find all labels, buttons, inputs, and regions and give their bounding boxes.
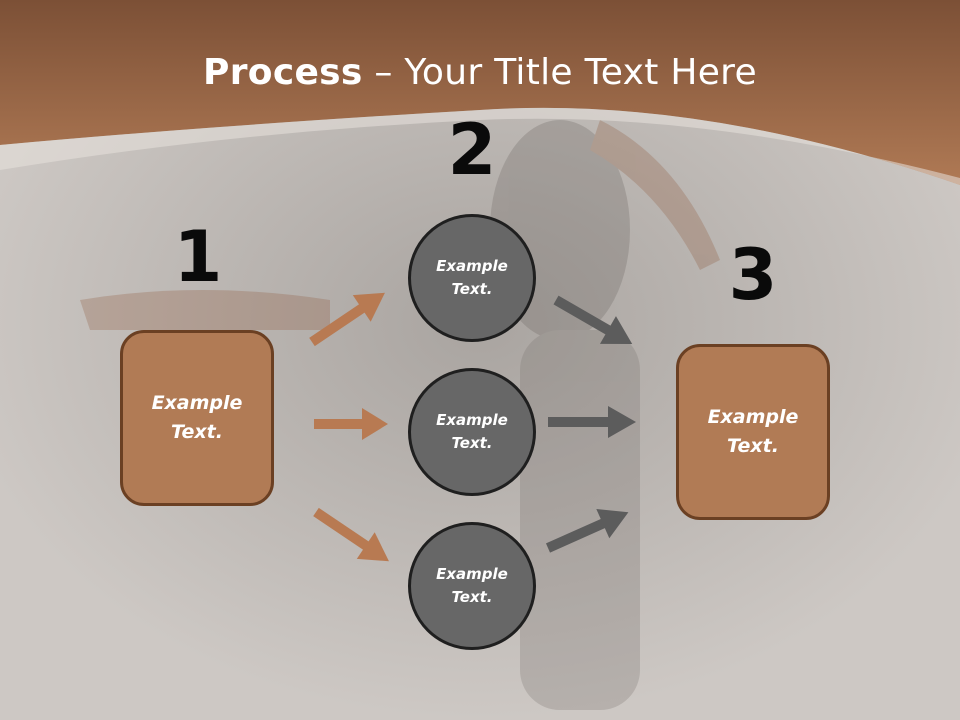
step-3-box: Example Text. xyxy=(676,344,830,520)
circle-middle-text: Example Text. xyxy=(436,411,508,452)
header-arc-highlight xyxy=(0,107,960,185)
title-regular-part: – Your Title Text Here xyxy=(362,52,757,93)
step-1-box: Example Text. xyxy=(120,330,274,506)
step-3-box-text: Example Text. xyxy=(707,406,799,457)
circle-bottom-text: Example Text. xyxy=(436,565,508,606)
circle-top-text: Example Text. xyxy=(436,257,508,298)
step-2-circle-middle: Example Text. xyxy=(408,368,536,496)
step-number-1: 1 xyxy=(173,216,223,298)
step-2-circle-bottom: Example Text. xyxy=(408,522,536,650)
step-1-box-text: Example Text. xyxy=(151,392,243,443)
step-number-2: 2 xyxy=(447,109,497,191)
step-number-3: 3 xyxy=(728,234,778,316)
slide-title: Process – Your Title Text Here xyxy=(0,52,960,93)
title-bold-part: Process xyxy=(203,52,363,93)
step-2-circle-top: Example Text. xyxy=(408,214,536,342)
header-band xyxy=(0,0,960,185)
